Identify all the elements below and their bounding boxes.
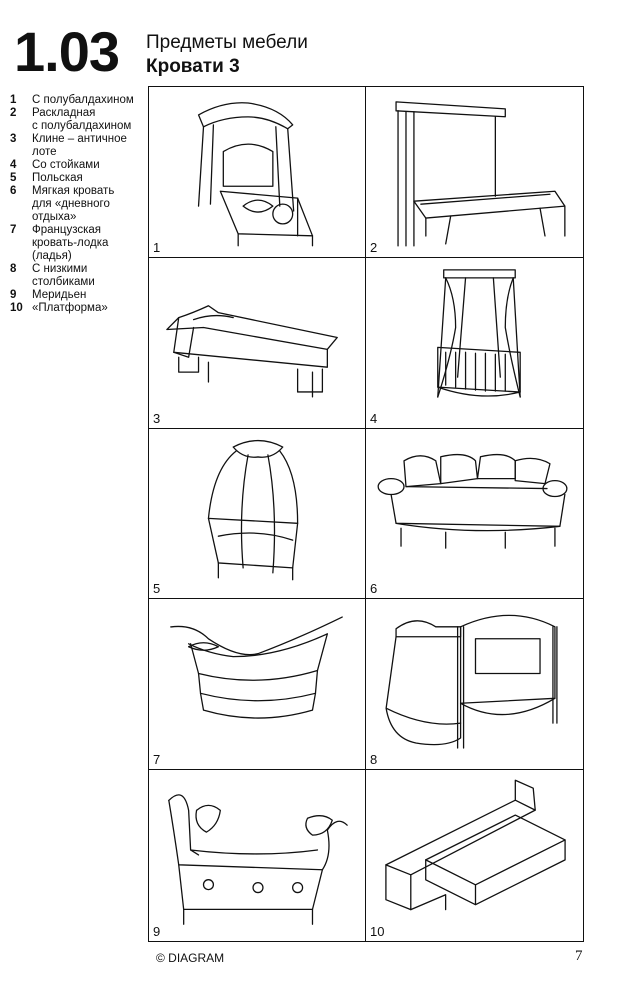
legend-label: «Платформа» [32,302,146,315]
legend-number: 5 [10,172,17,184]
legend-number: 1 [10,94,17,106]
legend-label-line: Мягкая кровать [32,185,115,197]
page-subtitle: Кровати 3 [146,56,240,77]
figure-cell: 2 [366,87,583,258]
figure-number: 10 [370,924,385,939]
legend-item: 5 Польская [10,172,146,185]
legend-label-line: столбиками [32,276,95,288]
figure-number: 4 [370,410,378,426]
legend-label: Польская [32,172,146,185]
kline-bed-icon [166,304,338,398]
legend-item: 4 Со стойками [10,159,146,172]
legend-label-line: для «дневного [32,198,110,210]
legend-number: 3 [10,133,17,145]
page-title: Предметы мебели [146,32,308,53]
legend-label-line: Меридьен [32,289,87,301]
legend-item: 9 Меридьен [10,289,146,302]
figure-number: 2 [370,239,378,255]
figure-number: 6 [370,581,378,597]
legend-item: 1 С полубалдахином [10,94,146,107]
legend-label-line: Польская [32,172,83,184]
half-canopy-bed-icon [197,102,314,247]
figure-number: 5 [153,581,161,597]
boat-bed-icon [170,616,343,720]
figure-number: 7 [153,752,161,768]
legend-number: 9 [10,289,17,301]
legend-item: 10 «Платформа» [10,302,146,315]
legend-label-line: «Платформа» [32,302,108,314]
figure-cell: 1 [149,87,366,258]
legend-label-line: отдыха» [32,211,77,223]
legend-label-line: (ладья) [32,250,72,262]
legend-label-line: Французская [32,224,102,236]
figure-cell: 7 [149,599,366,771]
legend-label-line: С полубалдахином [32,94,134,106]
legend-label: С полубалдахином [32,94,146,107]
legend-label-line: Со стойками [32,159,100,171]
legend-number: 7 [10,224,17,236]
meridienne-icon [168,794,348,926]
figure-cell: 5 [149,428,366,600]
figure-cell: 8 [366,599,583,771]
legend-label-line: Раскладная [32,107,96,119]
figure-cell: 4 [366,258,583,429]
legend-number: 10 [10,302,23,314]
figure-cell: 9 [149,770,366,941]
four-poster-bed-icon [437,269,521,398]
legend-label-line: кровать-лодка [32,237,109,249]
page-number: 7 [575,948,583,964]
legend-label-line: С низкими [32,263,88,275]
legend-label: Меридьен [32,289,146,302]
platform-bed-icon [385,779,566,911]
legend-number: 8 [10,263,17,275]
low-post-bed-icon [385,615,558,749]
figure-cell: 6 [366,429,583,600]
figure-number: 1 [153,239,161,255]
figure-cell: 10 [366,770,583,941]
section-number: 1.03 [14,20,120,83]
legend-label-line: с полубалдахином [32,120,132,132]
figure-grid: 1 2 3 [148,86,584,942]
legend-number: 2 [10,107,17,119]
figure-number: 3 [153,410,161,426]
figure-number: 8 [370,752,378,768]
legend-number: 4 [10,159,17,171]
legend-number: 6 [10,185,17,197]
polish-bed-icon [207,439,299,581]
legend-label-line: Клине – античное [32,133,127,145]
legend-label: Со стойками [32,159,146,172]
figure-cell: 3 [149,257,366,429]
legend-label-line: лоте [32,146,57,158]
daybed-icon [377,453,568,549]
figure-number: 9 [153,924,161,939]
copyright: © DIAGRAM [156,951,225,965]
folding-half-canopy-bed-icon [395,101,566,247]
